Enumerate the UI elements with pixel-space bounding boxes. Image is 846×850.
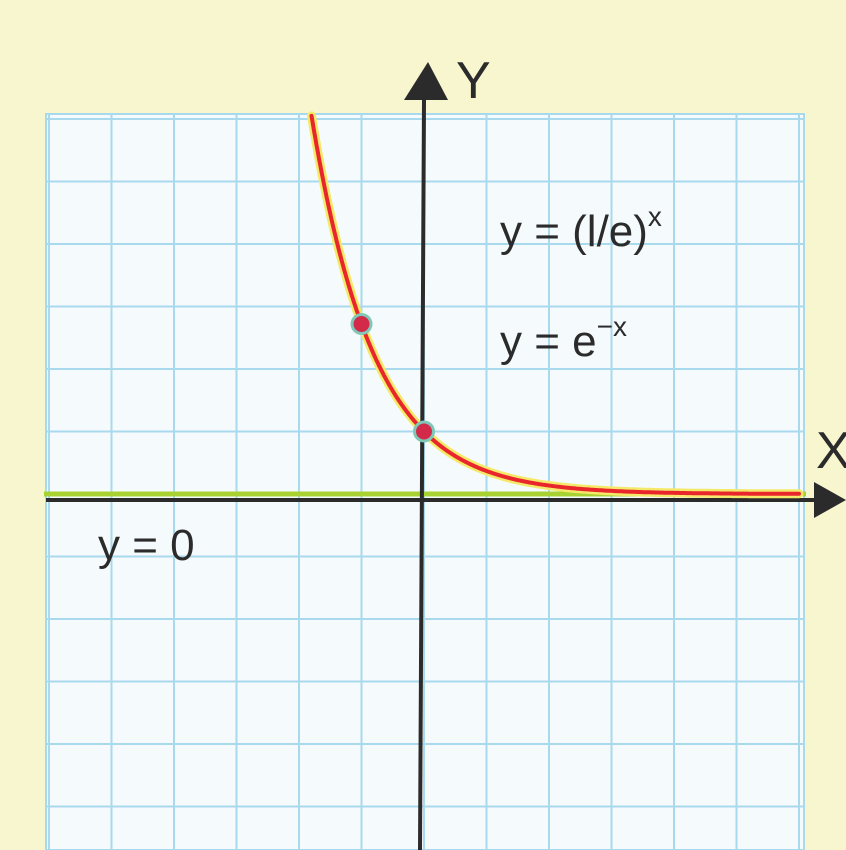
curve-sample-point bbox=[798, 493, 800, 495]
curve-sample-point bbox=[673, 492, 675, 494]
asymptote-label: y = 0 bbox=[98, 521, 195, 570]
x-axis-label: X bbox=[816, 422, 846, 480]
curve-sample-point bbox=[517, 479, 519, 481]
curve-sample-point bbox=[376, 361, 378, 363]
highlight-point bbox=[353, 316, 370, 332]
axes bbox=[46, 62, 846, 850]
curve-sample-point bbox=[736, 492, 738, 494]
curve-sample-point bbox=[486, 470, 488, 472]
curve-sample-point bbox=[311, 115, 313, 117]
curve-label-reciprocal: y = (l/e)x bbox=[500, 201, 662, 256]
x-axis-arrow bbox=[814, 482, 846, 518]
y-axis-label: Y bbox=[456, 52, 491, 110]
curve-sample-point bbox=[454, 455, 456, 457]
curve-label-reciprocal-exponent: x bbox=[648, 201, 662, 232]
curve-label-negative-exponent-base: y = e bbox=[500, 317, 597, 366]
curve-sample-point bbox=[345, 275, 347, 277]
curve-line bbox=[309, 113, 801, 496]
curve-sample-point bbox=[439, 444, 441, 446]
highlight-point bbox=[416, 423, 432, 440]
curve-sample-point bbox=[611, 490, 613, 492]
curve-label-negative-exponent-exponent: −x bbox=[597, 311, 627, 342]
points-layer bbox=[350, 313, 435, 443]
curve-label-negative-exponent: y = e−x bbox=[500, 311, 627, 366]
curve-label-reciprocal-base: y = (l/e) bbox=[500, 207, 648, 256]
curve-sample-point bbox=[548, 484, 550, 486]
y-axis-line bbox=[418, 99, 426, 850]
curve-layer bbox=[307, 111, 804, 499]
curve-sample-point bbox=[329, 213, 331, 215]
curve-sample-point bbox=[407, 413, 409, 415]
y-axis-arrow bbox=[404, 62, 448, 100]
curve-sample-point bbox=[392, 390, 394, 392]
